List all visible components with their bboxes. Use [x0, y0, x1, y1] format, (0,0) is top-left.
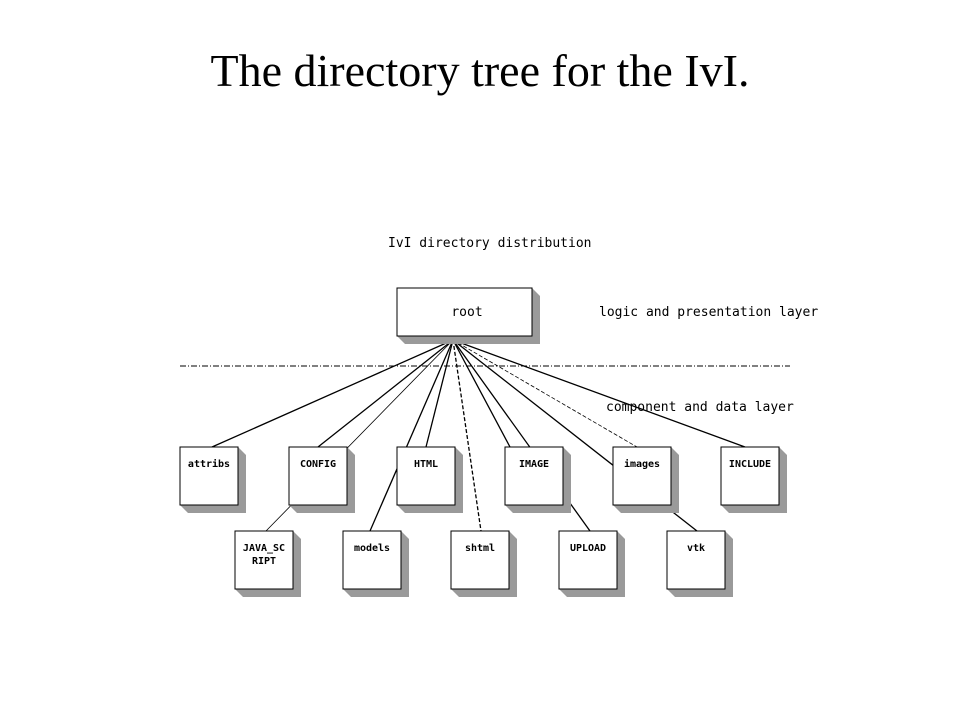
dir-node-java-script-shade: [235, 531, 301, 597]
dir-node-images: images: [612, 446, 679, 513]
dir-node-html-label: HTML: [414, 459, 438, 470]
dir-node-java-script-box: [234, 530, 294, 590]
edge-root-to-image: [452, 339, 511, 448]
edge-root-to-attribs: [211, 339, 454, 448]
dir-node-models-shade: [343, 531, 409, 597]
edge-root-to-config: [317, 339, 454, 448]
dir-node-include-box: [720, 446, 780, 506]
dir-node-config-shade: [289, 447, 355, 513]
diagram-heading: IvI directory distribution: [388, 236, 592, 251]
dir-node-models: models: [342, 530, 409, 597]
dir-node-config: CONFIG: [288, 446, 355, 513]
root-node-box: [396, 287, 533, 337]
dir-node-include: INCLUDE: [720, 446, 787, 513]
dir-node-image-label: IMAGE: [519, 459, 549, 470]
edge-root-to-images: [452, 339, 638, 448]
dir-node-models-label: models: [354, 543, 390, 554]
dir-node-attribs-label: attribs: [188, 458, 230, 470]
dir-node-image-shade: [505, 447, 571, 513]
edge-root-to-html: [425, 339, 454, 448]
dir-node-html: HTML: [396, 446, 463, 513]
root-node-shade: [397, 288, 540, 344]
dir-node-attribs: attribs: [179, 446, 246, 513]
dir-node-vtk-box: [666, 530, 726, 590]
dir-node-image-box: [504, 446, 564, 506]
dir-node-attribs-shade: [180, 447, 246, 513]
dir-node-images-shade: [613, 447, 679, 513]
layer-label-component-data: component and data layer: [606, 400, 794, 415]
dir-node-vtk-shade: [667, 531, 733, 597]
dir-node-shtml-label: shtml: [465, 543, 495, 554]
slide-title: The directory tree for the IvI.: [210, 45, 750, 96]
dir-node-java-script: JAVA_SC RIPT: [234, 530, 301, 597]
dir-node-html-shade: [397, 447, 463, 513]
layer-label-logic-presentation: logic and presentation layer: [599, 305, 818, 320]
dir-node-config-label: CONFIG: [300, 459, 336, 470]
dir-node-image: IMAGE: [504, 446, 571, 513]
dir-node-upload-box: [558, 530, 618, 590]
dir-node-shtml: shtml: [450, 530, 517, 597]
dir-node-models-box: [342, 530, 402, 590]
dir-node-upload-label: UPLOAD: [570, 543, 606, 554]
dir-node-upload: UPLOAD: [558, 530, 625, 597]
dir-node-include-shade: [721, 447, 787, 513]
root-node-label: root: [451, 305, 482, 320]
root-node: root: [396, 287, 540, 344]
dir-node-upload-shade: [559, 531, 625, 597]
edge-root-to-shtml: [452, 339, 482, 532]
dir-node-include-label: INCLUDE: [729, 459, 771, 470]
directory-nodes: attribs CONFIG HTML IMAGE images INCLUDE JAVA_…: [179, 446, 787, 597]
dir-node-shtml-box: [450, 530, 510, 590]
dir-node-attribs-box: [179, 446, 239, 506]
dir-node-vtk-label: vtk: [687, 543, 705, 554]
dir-node-java-script-label: JAVA_SC: [243, 543, 285, 554]
edge-root-to-include: [452, 339, 746, 448]
dir-node-config-box: [288, 446, 348, 506]
dir-node-images-box: [612, 446, 672, 506]
dir-node-images-label: images: [624, 458, 660, 470]
dir-node-html-box: [396, 446, 456, 506]
edge-root-to-models: [369, 339, 454, 532]
dir-node-vtk: vtk: [666, 530, 733, 597]
dir-node-java-script-label: RIPT: [252, 556, 276, 567]
dir-node-shtml-shade: [451, 531, 517, 597]
